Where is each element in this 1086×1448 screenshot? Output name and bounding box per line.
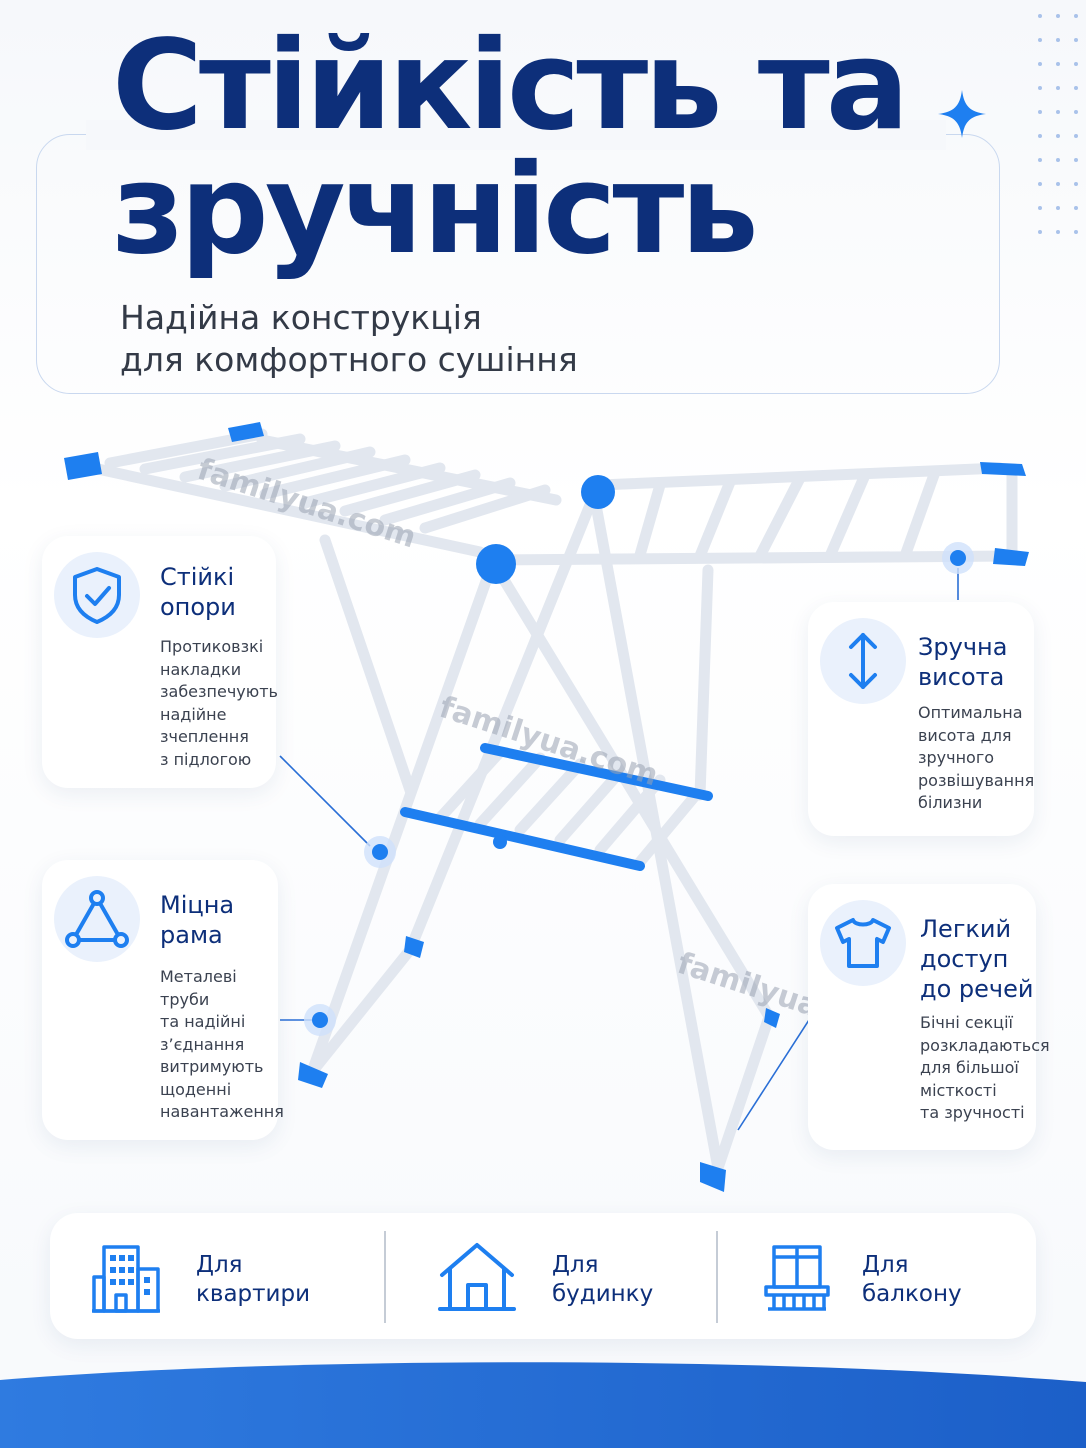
feature-icon-circle xyxy=(54,876,140,962)
apartment-building-icon xyxy=(92,1245,160,1313)
feature-title-line: рама xyxy=(160,921,223,949)
feature-title: Стійкі опори xyxy=(160,562,236,622)
feature-text-line: витримують xyxy=(160,1057,264,1076)
feature-title-line: висота xyxy=(918,663,1005,691)
feature-title-line: Стійкі xyxy=(160,563,235,591)
feature-description: Бічні секції розкладаються для більшої м… xyxy=(920,1012,1050,1125)
usage-divider xyxy=(716,1231,718,1323)
feature-title: Легкий доступ до речей xyxy=(920,914,1033,1004)
subtitle-line-2: для комфортного сушіння xyxy=(120,340,578,379)
feature-title-line: до речей xyxy=(920,975,1034,1003)
page-title-line-1: Стійкість та xyxy=(112,14,909,158)
feature-title-line: доступ xyxy=(920,945,1009,973)
page-subtitle: Надійна конструкція для комфортного суші… xyxy=(120,297,578,381)
feature-text-line: Оптимальна xyxy=(918,703,1023,722)
bottom-wave-decoration xyxy=(0,1362,1086,1448)
dot-grid-decoration xyxy=(1038,14,1078,234)
usage-label-line: Для xyxy=(862,1252,909,1278)
usage-label-line: квартири xyxy=(196,1281,311,1307)
usage-label: Для квартири xyxy=(196,1251,310,1309)
feature-text-line: зчеплення xyxy=(160,727,249,746)
usage-item-balcony: Для балкону xyxy=(718,1213,1036,1339)
usage-divider xyxy=(384,1231,386,1323)
page-title: Стійкість та зручність xyxy=(112,14,909,282)
feature-text-line: щоденні xyxy=(160,1079,232,1099)
feature-card-convenient-height: Зручна висота Оптимальна висота для зруч… xyxy=(808,602,1034,836)
feature-title-line: Легкий xyxy=(920,915,1012,943)
usage-label: Для балкону xyxy=(862,1251,962,1309)
usage-label-line: будинку xyxy=(552,1281,654,1307)
usage-label-line: Для xyxy=(196,1252,243,1278)
triangle-nodes-icon xyxy=(65,890,129,948)
feature-text-line: накладки xyxy=(160,659,242,679)
feature-text-line: та зручності xyxy=(920,1103,1025,1122)
feature-title-line: Зручна xyxy=(918,633,1008,661)
usage-item-apartment: Для квартири xyxy=(50,1213,384,1339)
feature-text-line: зручного xyxy=(918,748,995,767)
feature-text-line: Протиковзкі xyxy=(160,637,264,656)
feature-text-line: розвішування xyxy=(918,770,1035,790)
feature-title: Міцна рама xyxy=(160,890,234,950)
hero-frame-gap xyxy=(86,120,946,150)
drying-rack-illustration xyxy=(64,422,1029,1192)
page-title-line-2: зручність xyxy=(112,138,759,282)
feature-text-line: Металеві труби xyxy=(160,967,237,1009)
feature-text-line: надійне xyxy=(160,704,227,724)
feature-icon-circle xyxy=(820,900,906,986)
feature-text-line: розкладаються xyxy=(920,1035,1050,1055)
feature-title-line: опори xyxy=(160,593,236,621)
feature-icon-circle xyxy=(54,552,140,638)
feature-title: Зручна висота xyxy=(918,632,1007,692)
feature-icon-circle xyxy=(820,618,906,704)
feature-text-line: висота для xyxy=(918,725,1012,745)
vertical-arrows-icon xyxy=(849,633,877,689)
feature-text-line: та надійні xyxy=(160,1012,246,1031)
feature-text-line: забезпечують xyxy=(160,682,278,701)
usage-label-line: балкону xyxy=(862,1281,962,1307)
feature-text-line: місткості xyxy=(920,1080,997,1100)
feature-title-line: Міцна xyxy=(160,891,235,919)
feature-description: Протиковзкі накладки забезпечують надійн… xyxy=(160,636,278,771)
usage-label-line: Для xyxy=(552,1252,599,1278)
usage-bar: Для квартири Для будинку xyxy=(50,1213,1036,1339)
subtitle-line-1: Надійна конструкція xyxy=(120,298,482,337)
feature-text-line: Бічні секції xyxy=(920,1013,1013,1032)
usage-item-house: Для будинку xyxy=(386,1213,716,1339)
usage-label: Для будинку xyxy=(552,1251,653,1309)
feature-text-line: навантаження xyxy=(160,1102,284,1121)
sparkle-icon xyxy=(938,90,986,138)
feature-card-strong-frame: Міцна рама Металеві труби та надійні з’є… xyxy=(42,860,284,1140)
feature-card-stable-supports: Стійкі опори Протиковзкі накладки забезп… xyxy=(42,536,278,788)
feature-text-line: для більшої xyxy=(920,1058,1019,1077)
feature-text-line: з’єднання xyxy=(160,1034,245,1054)
feature-text-line: білизни xyxy=(918,793,983,812)
feature-card-easy-access: Легкий доступ до речей Бічні секції розк… xyxy=(808,884,1050,1150)
feature-description: Металеві труби та надійні з’єднання витр… xyxy=(160,966,284,1124)
t-shirt-icon xyxy=(835,918,891,968)
feature-description: Оптимальна висота для зручного розвішува… xyxy=(918,702,1034,815)
shield-check-icon xyxy=(73,567,121,624)
house-icon xyxy=(438,1243,516,1311)
feature-text-line: з підлогою xyxy=(160,749,252,769)
balcony-icon xyxy=(764,1245,830,1311)
